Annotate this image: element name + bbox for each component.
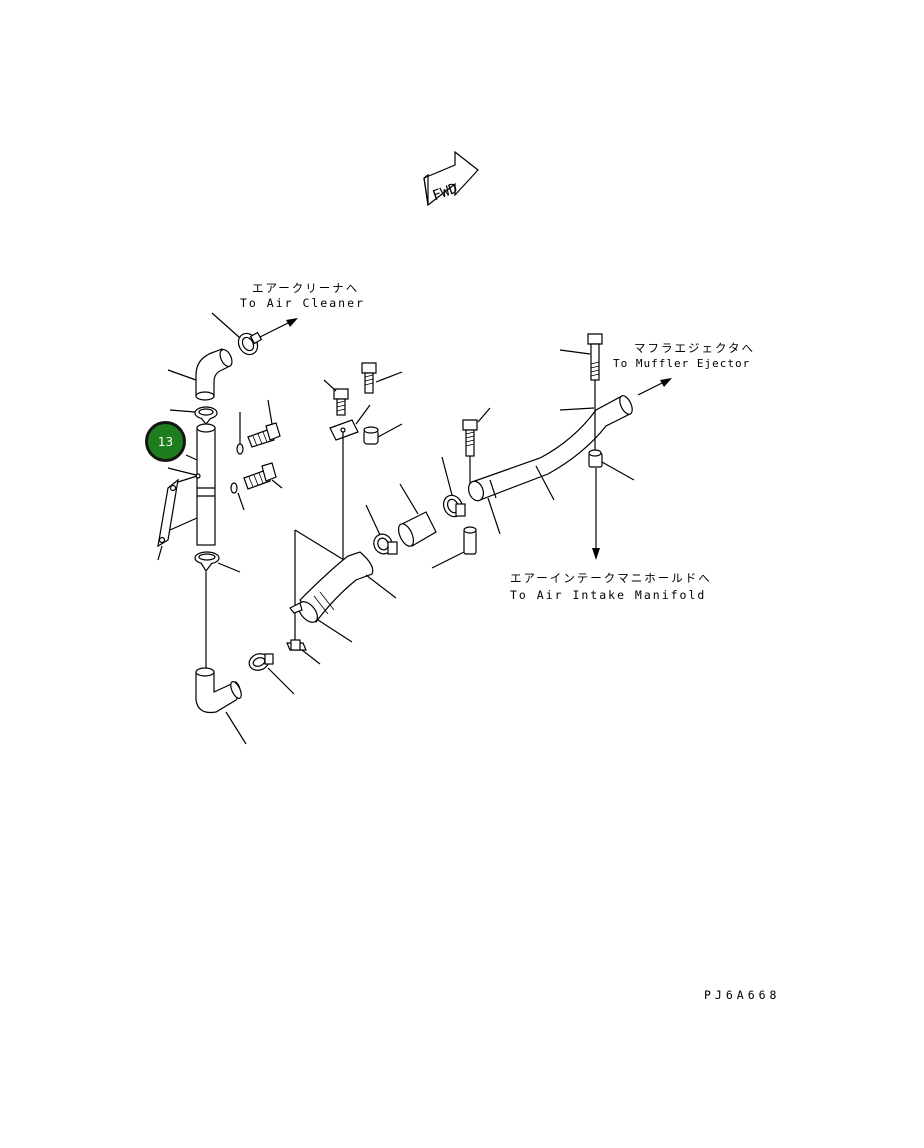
bolt-lower <box>243 462 283 490</box>
callout-number: 13 <box>157 434 174 449</box>
manifold-arrow <box>592 468 600 560</box>
nut-bottom <box>286 529 345 665</box>
spacer-center <box>363 423 403 445</box>
bolt-center-right <box>361 362 403 394</box>
long-bolt <box>559 333 603 452</box>
fwd-arrow-icon: FWD <box>423 150 479 207</box>
bolt-right <box>462 407 491 484</box>
vertical-pipe <box>185 423 216 546</box>
curved-hose-center <box>289 551 397 643</box>
pipe-bracket <box>157 467 198 561</box>
hose-clamp-lower <box>194 551 241 668</box>
hose-clamp-pipe-end <box>441 456 466 518</box>
air-cleaner-label-jp: エアークリーナへ <box>252 281 360 295</box>
bolt-center-left <box>323 379 349 416</box>
muffler-label-jp: マフラエジェクタへ <box>634 341 756 355</box>
washer-lower <box>230 482 245 511</box>
manifold-label-jp: エアーインテークマニホールドへ <box>510 571 712 585</box>
drawing-code: PJ6A668 <box>704 988 781 1002</box>
hose-clamp-bottom <box>248 653 295 695</box>
part-callout-13[interactable]: 13 <box>145 421 186 462</box>
bolt-upper <box>247 399 281 448</box>
air-cleaner-label-en: To Air Cleaner <box>240 296 365 310</box>
sleeve-spacer <box>431 526 477 569</box>
short-hose <box>397 483 437 547</box>
muffler-label-en: To Muffler Ejector <box>613 357 751 370</box>
hose-clamp-right <box>365 504 398 555</box>
hose-clamp-upper <box>169 406 218 425</box>
hose-clamp-top <box>211 312 263 356</box>
washer-upper <box>236 412 244 455</box>
lower-elbow-hose <box>195 667 247 745</box>
upper-elbow-hose <box>167 348 233 401</box>
manifold-label-en: To Air Intake Manifold <box>510 588 707 602</box>
nut-right <box>588 449 635 481</box>
long-pipe <box>467 395 633 535</box>
center-bracket <box>329 404 371 560</box>
air-cleaner-arrow <box>257 318 298 339</box>
muffler-arrow <box>637 378 672 396</box>
